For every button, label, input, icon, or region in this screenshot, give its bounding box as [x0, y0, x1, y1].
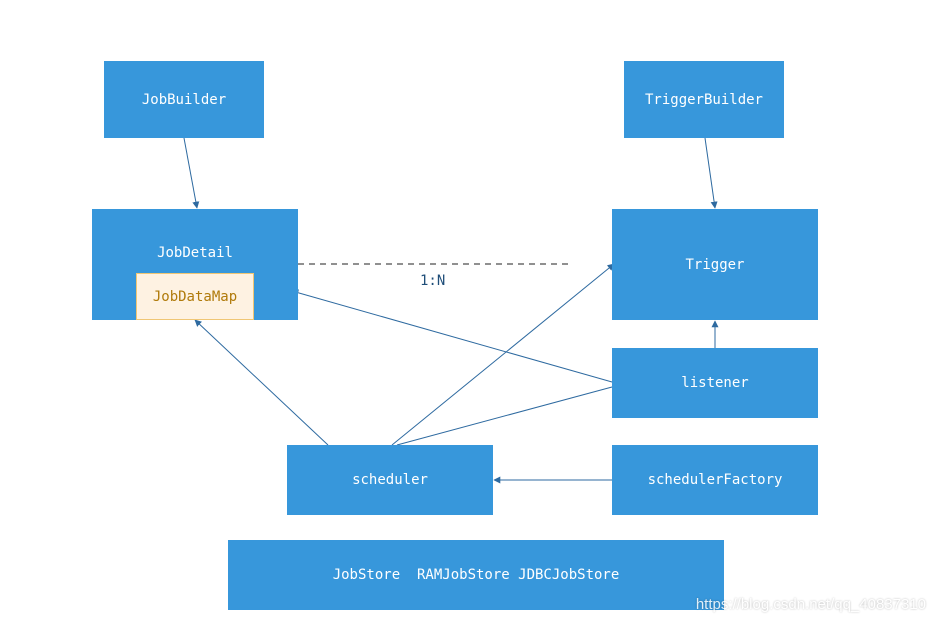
schedulerfactory-node: schedulerFactory — [612, 445, 818, 515]
jobdetail-label: JobDetail — [157, 245, 233, 261]
triggerbuilder-label: TriggerBuilder — [644, 91, 763, 108]
relation-label: 1:N — [420, 273, 446, 289]
watermark-text: https://blog.csdn.net/qq_40837310 — [695, 596, 926, 613]
jobstore-label: JobStore RAMJobStore JDBCJobStore — [332, 567, 620, 583]
arrow-jobbuilder-to-jobdetail — [183, 137, 200, 209]
scheduler-node: scheduler — [287, 445, 493, 515]
jobstore-node: JobStore RAMJobStore JDBCJobStore — [228, 540, 724, 610]
trigger-label: Trigger — [685, 256, 745, 273]
arrow-listener-to-jobdetail — [291, 289, 613, 383]
arrow-scheduler-to-jobdetail — [194, 319, 329, 446]
arrow-triggerbuilder-to-trigger — [704, 137, 718, 209]
listener-node: listener — [612, 348, 818, 418]
triggerbuilder-node: TriggerBuilder — [624, 61, 784, 138]
schedulerfactory-label: schedulerFactory — [647, 472, 783, 488]
arrow-listener-to-scheduler — [396, 386, 613, 446]
jobdatamap-label: JobDataMap — [152, 288, 238, 305]
jobdatamap-node: JobDataMap — [136, 273, 254, 320]
listener-label: listener — [681, 375, 749, 391]
scheduler-label: scheduler — [352, 472, 428, 488]
arrow-scheduler-to-trigger — [391, 263, 615, 446]
jobbuilder-node: JobBuilder — [104, 61, 264, 138]
jobbuilder-label: JobBuilder — [141, 91, 227, 108]
jobdetail-node: JobDetail — [92, 209, 298, 320]
trigger-node: Trigger — [612, 209, 818, 320]
